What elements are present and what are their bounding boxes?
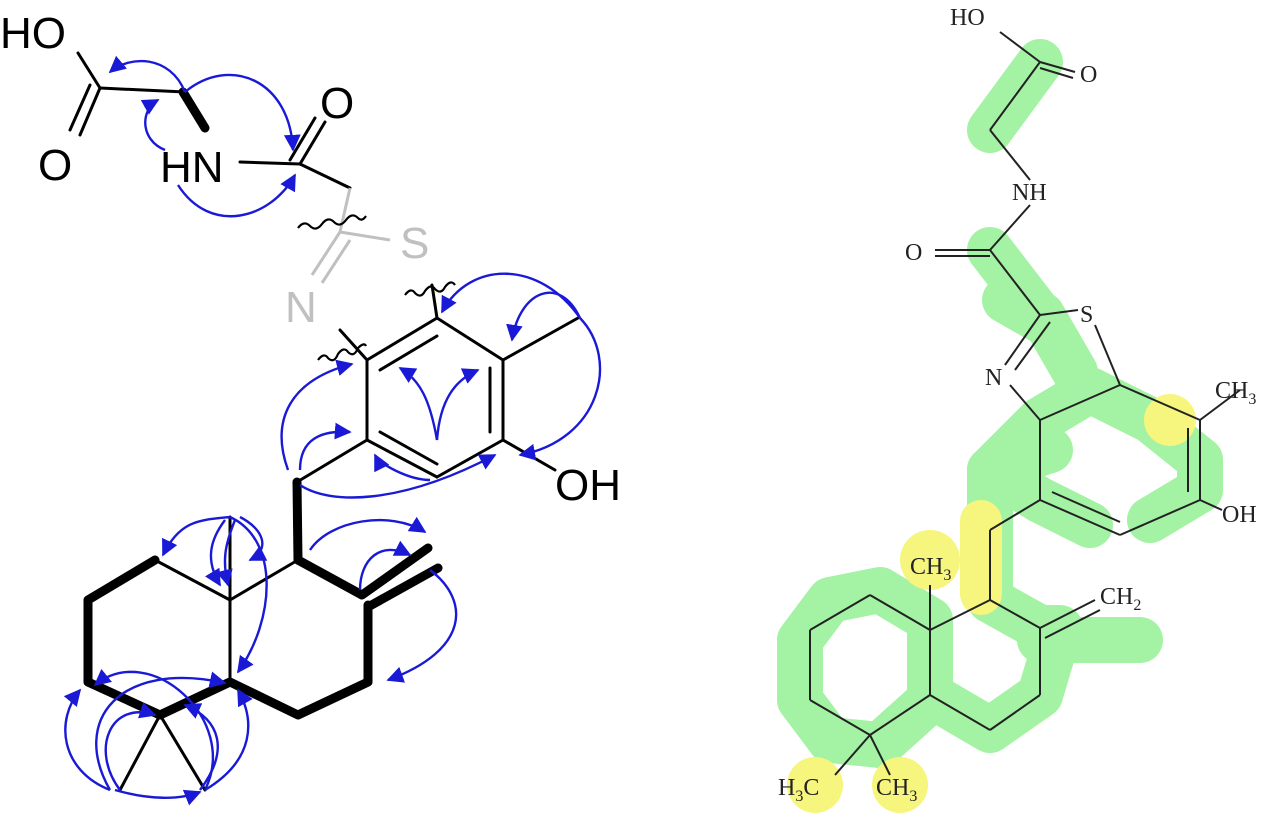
left-label-hn: HN: [160, 143, 224, 192]
right-label-nh: NH: [1012, 180, 1047, 206]
right-cosy-highlights: [777, 39, 1223, 768]
left-label-o-amide: O: [320, 79, 354, 128]
right-label-ch3-top: CH3: [1215, 378, 1256, 408]
left-bonds-bold: [83, 87, 443, 720]
left-structure: HO O HN O S N OH: [0, 9, 621, 806]
left-label-s-ghost: S: [400, 219, 429, 268]
left-label-o-acid: O: [38, 141, 72, 190]
right-label-ch3-mid: CH3: [910, 554, 951, 584]
left-squiggles: [297, 214, 456, 362]
right-label-ch2: CH2: [1100, 584, 1141, 614]
right-label-s: S: [1080, 302, 1093, 328]
left-label-ho: HO: [0, 9, 66, 58]
right-bonds: [809, 31, 1241, 776]
right-label-ch3-bottom: CH3: [876, 775, 917, 805]
right-label-n: N: [985, 365, 1002, 391]
right-label-h3c: H3C: [778, 775, 819, 805]
right-label-oh: OH: [1222, 502, 1257, 528]
right-label-o-acid: O: [1080, 62, 1097, 88]
left-label-n-ghost: N: [285, 283, 317, 332]
right-structure: HO O NH O S N CH3 OH CH3 CH2 H3C CH3: [777, 5, 1257, 813]
left-label-oh: OH: [555, 461, 621, 510]
left-bonds-ghost: [310, 187, 391, 284]
right-label-o-amide: O: [905, 240, 922, 266]
right-label-ho: HO: [950, 5, 985, 31]
left-atom-labels: HO O HN O S N OH: [0, 9, 621, 510]
left-bonds-thin: [68, 51, 580, 792]
right-atom-labels: HO O NH O S N CH3 OH CH3 CH2 H3C CH3: [778, 5, 1257, 805]
left-hmbc-arrows: [63, 55, 602, 806]
